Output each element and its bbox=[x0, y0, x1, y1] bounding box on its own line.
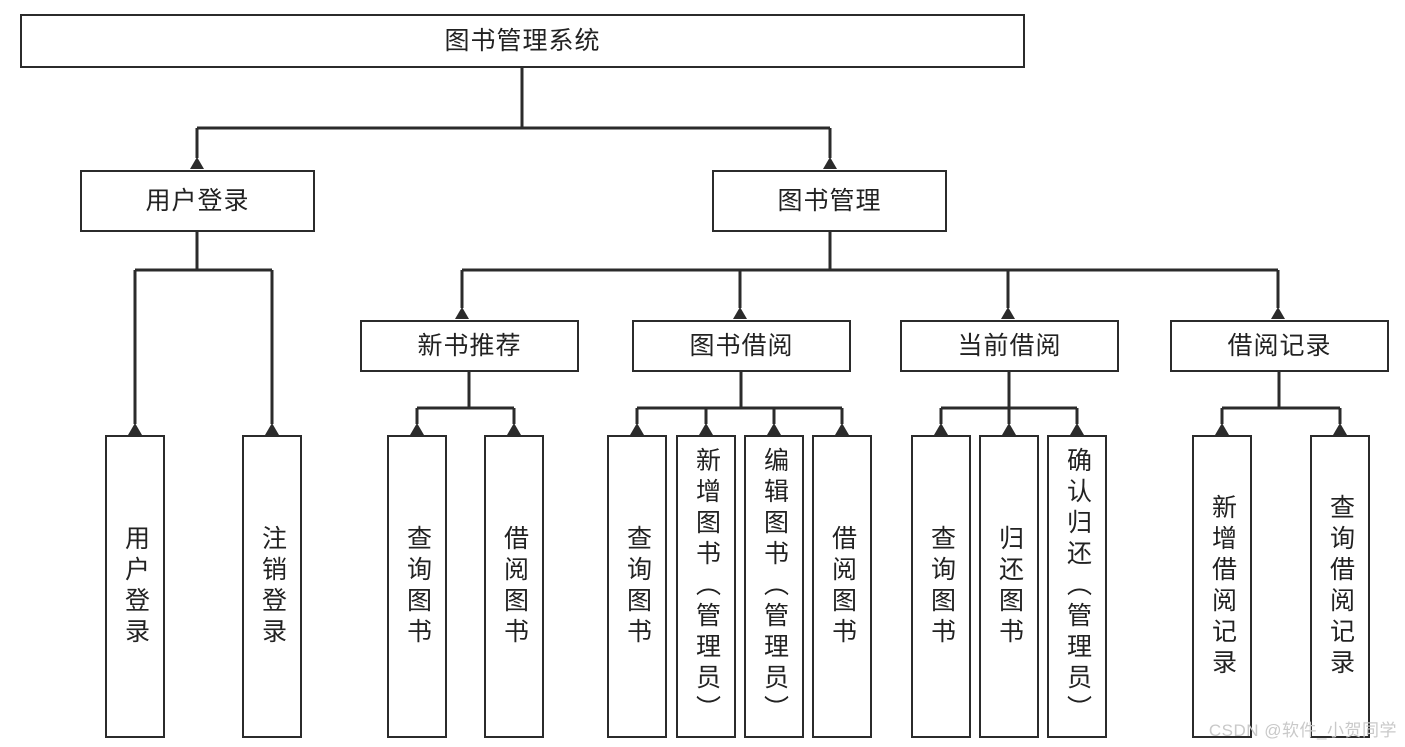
node-borrow-record[interactable]: 借阅记录 bbox=[1170, 320, 1389, 372]
node-root-system[interactable]: 图书管理系统 bbox=[20, 14, 1025, 68]
node-label: 查询图书 bbox=[403, 524, 432, 649]
node-leaf-confirm-return[interactable]: 确认归还（管理员） bbox=[1047, 435, 1107, 738]
node-label: 借阅图书 bbox=[828, 524, 857, 649]
node-label: 编辑图书（管理员） bbox=[760, 447, 789, 726]
node-current-borrow[interactable]: 当前借阅 bbox=[900, 320, 1119, 372]
node-book-borrow[interactable]: 图书借阅 bbox=[632, 320, 851, 372]
node-leaf-borrow-book[interactable]: 借阅图书 bbox=[812, 435, 872, 738]
node-leaf-add-book[interactable]: 新增图书（管理员） bbox=[676, 435, 736, 738]
node-label: 注销登录 bbox=[258, 524, 287, 649]
node-leaf-user-login[interactable]: 用户登录 bbox=[105, 435, 165, 738]
node-leaf-logout-login[interactable]: 注销登录 bbox=[242, 435, 302, 738]
node-label: 图书借阅 bbox=[689, 331, 794, 360]
node-label: 归还图书 bbox=[995, 524, 1024, 649]
node-leaf-borrow-book-recommend[interactable]: 借阅图书 bbox=[484, 435, 544, 738]
node-label: 当前借阅 bbox=[957, 331, 1062, 360]
watermark-text: CSDN @软件_小贺同学 bbox=[1208, 721, 1397, 740]
node-leaf-query-book-recommend[interactable]: 查询图书 bbox=[387, 435, 447, 738]
node-leaf-query-book-current[interactable]: 查询图书 bbox=[911, 435, 971, 738]
node-label: 查询图书 bbox=[927, 524, 956, 649]
node-label: 查询图书 bbox=[623, 524, 652, 649]
node-leaf-edit-book[interactable]: 编辑图书（管理员） bbox=[744, 435, 804, 738]
node-label: 图书管理系统 bbox=[444, 26, 601, 55]
node-leaf-query-record[interactable]: 查询借阅记录 bbox=[1310, 435, 1370, 738]
node-label: 新增图书（管理员） bbox=[692, 447, 721, 726]
node-label: 新书推荐 bbox=[417, 331, 522, 360]
node-label: 用户登录 bbox=[121, 524, 150, 649]
node-label: 用户登录 bbox=[145, 186, 250, 215]
node-leaf-add-record[interactable]: 新增借阅记录 bbox=[1192, 435, 1252, 738]
node-user-login[interactable]: 用户登录 bbox=[80, 170, 315, 232]
node-label: 图书管理 bbox=[777, 186, 882, 215]
node-book-management[interactable]: 图书管理 bbox=[712, 170, 947, 232]
node-label: 新增借阅记录 bbox=[1208, 493, 1237, 680]
node-label: 查询借阅记录 bbox=[1326, 493, 1355, 680]
node-label: 确认归还（管理员） bbox=[1063, 447, 1092, 726]
node-new-book-recommend[interactable]: 新书推荐 bbox=[360, 320, 579, 372]
node-leaf-return-book[interactable]: 归还图书 bbox=[979, 435, 1039, 738]
node-leaf-query-book-borrow[interactable]: 查询图书 bbox=[607, 435, 667, 738]
node-label: 借阅图书 bbox=[500, 524, 529, 649]
node-label: 借阅记录 bbox=[1227, 331, 1332, 360]
